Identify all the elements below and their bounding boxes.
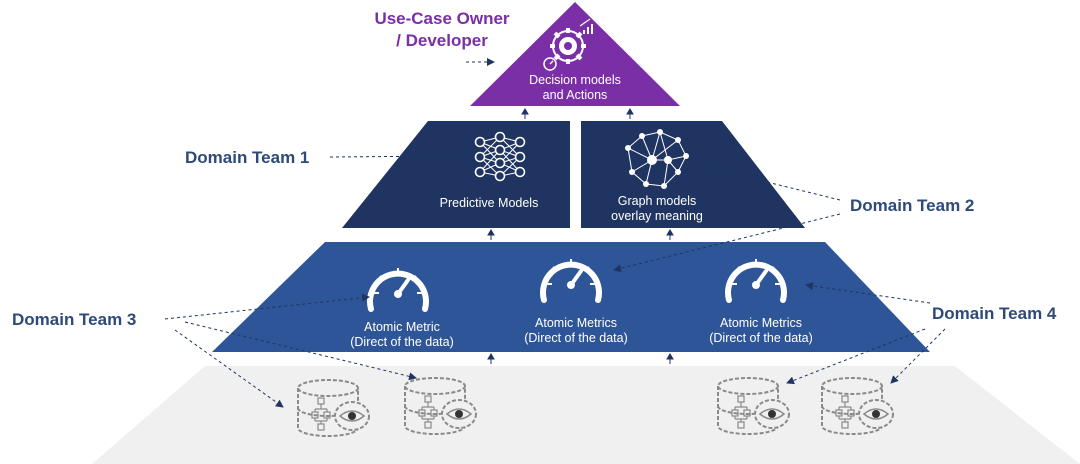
team4-connector-db2 bbox=[890, 328, 946, 384]
domain-team-3-label: Domain Team 3 bbox=[12, 310, 137, 329]
speedometer-icon-1 bbox=[367, 268, 429, 312]
atomic-metric-label-2: Atomic Metrics (Direct of the data) bbox=[524, 316, 628, 346]
decision-models-label: Decision models and Actions bbox=[529, 73, 621, 103]
metrics-tier bbox=[212, 242, 930, 352]
team1-connector bbox=[329, 152, 454, 161]
database-flow-eye-icon bbox=[821, 377, 894, 435]
graph-line-2: overlay meaning bbox=[611, 209, 703, 223]
metric-3-line-2: (Direct of the data) bbox=[709, 331, 813, 345]
graph-models-tier bbox=[581, 121, 805, 228]
domain-team-4-label: Domain Team 4 bbox=[932, 304, 1057, 323]
database-flow-eye-icon bbox=[297, 379, 370, 437]
domain-team-2-label: Domain Team 2 bbox=[850, 196, 975, 215]
decision-line-1: Decision models bbox=[529, 73, 621, 87]
decision-models-tier bbox=[470, 2, 680, 106]
team3-connector-db2 bbox=[184, 321, 417, 381]
owner-line-1: Use-Case Owner bbox=[374, 9, 510, 28]
team4-connector-metric bbox=[805, 282, 931, 304]
team3-connector-metric bbox=[164, 293, 370, 320]
up-arrow bbox=[487, 229, 495, 240]
predictive-models-label: Predictive Models bbox=[439, 196, 539, 210]
domain-team-1-label: Domain Team 1 bbox=[185, 148, 310, 167]
database-flow-eye-icon bbox=[717, 377, 790, 435]
metric-1-line-1: Atomic Metric bbox=[364, 320, 440, 334]
team2-connector-graph bbox=[705, 164, 841, 201]
metric-2-line-2: (Direct of the data) bbox=[524, 331, 628, 345]
base-tier bbox=[92, 366, 1080, 464]
knowledge-graph-icon bbox=[625, 129, 689, 189]
use-case-owner-label: Use-Case Owner / Developer bbox=[362, 8, 522, 52]
decision-line-2: and Actions bbox=[542, 88, 608, 102]
team2-connector-metric bbox=[613, 213, 841, 273]
speedometer-icon-2 bbox=[540, 259, 602, 303]
owner-line-2: / Developer bbox=[396, 31, 488, 50]
up-arrow bbox=[666, 229, 674, 240]
speedometer-icon-3 bbox=[725, 259, 787, 303]
database-flow-eye-icon bbox=[404, 377, 477, 435]
neural-network-icon bbox=[474, 131, 526, 182]
graph-models-label: Graph models overlay meaning bbox=[611, 194, 703, 224]
up-arrow bbox=[521, 108, 529, 119]
graph-line-1: Graph models bbox=[617, 194, 697, 208]
predictive-models-tier bbox=[342, 121, 570, 228]
gear-chart-icon bbox=[543, 18, 593, 71]
team4-connector-db1 bbox=[786, 328, 926, 385]
up-arrow bbox=[666, 353, 674, 364]
up-arrow bbox=[487, 353, 495, 364]
up-arrow bbox=[626, 108, 634, 119]
team3-connector-db1 bbox=[174, 329, 284, 408]
metric-2-line-1: Atomic Metrics bbox=[535, 316, 617, 330]
atomic-metric-label-3: Atomic Metrics (Direct of the data) bbox=[709, 316, 813, 346]
metric-3-line-1: Atomic Metrics bbox=[720, 316, 802, 330]
atomic-metric-label-1: Atomic Metric (Direct of the data) bbox=[350, 320, 454, 350]
metric-1-line-2: (Direct of the data) bbox=[350, 335, 454, 349]
